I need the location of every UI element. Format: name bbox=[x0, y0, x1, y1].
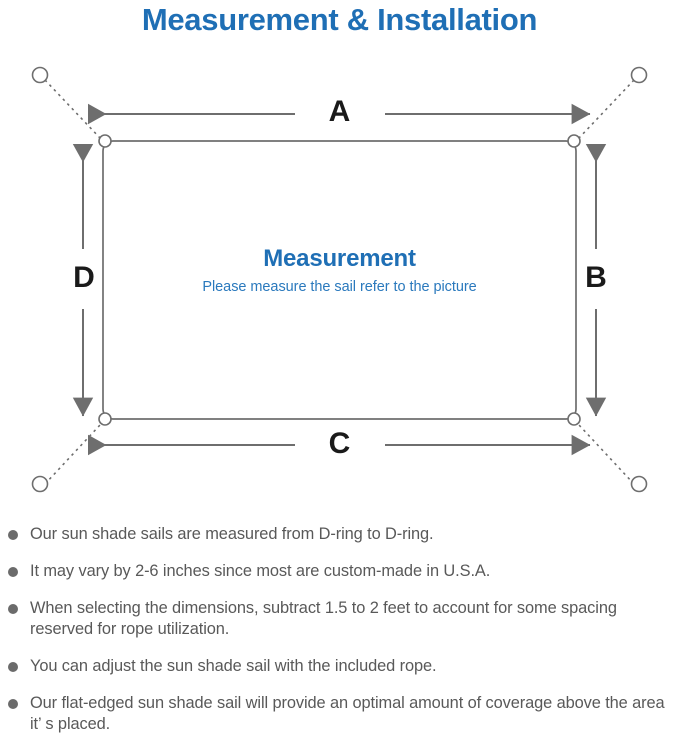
dimension-label-b: B bbox=[585, 261, 607, 294]
list-item: Our sun shade sails are measured from D-… bbox=[0, 524, 679, 545]
measurement-diagram: Measurement Please measure the sail refe… bbox=[0, 44, 679, 514]
note-text: Our sun shade sails are measured from D-… bbox=[30, 525, 434, 543]
diagram-center-title: Measurement bbox=[263, 245, 416, 272]
d-ring-top-right bbox=[567, 134, 581, 148]
note-text: Our flat-edged sun shade sail will provi… bbox=[30, 694, 665, 733]
diagram-svg bbox=[31, 66, 648, 493]
bullet-icon bbox=[8, 699, 18, 709]
bullet-icon bbox=[8, 604, 18, 614]
dimension-label-c: C bbox=[328, 427, 351, 460]
note-text: It may vary by 2-6 inches since most are… bbox=[30, 562, 491, 580]
d-ring-top-left bbox=[98, 134, 112, 148]
anchor-point-top-left bbox=[31, 66, 49, 84]
dimension-label-d: D bbox=[73, 261, 95, 294]
list-item: You can adjust the sun shade sail with t… bbox=[0, 656, 679, 677]
anchor-point-bottom-left bbox=[31, 475, 49, 493]
anchor-circles-group bbox=[31, 66, 648, 493]
bullet-icon bbox=[8, 567, 18, 577]
d-rings-group bbox=[98, 134, 581, 426]
anchor-point-top-right bbox=[630, 66, 648, 84]
d-ring-bottom-left bbox=[98, 412, 112, 426]
dimension-label-a: A bbox=[328, 95, 351, 128]
d-ring-bottom-right bbox=[567, 412, 581, 426]
note-text: You can adjust the sun shade sail with t… bbox=[30, 657, 437, 675]
note-text: When selecting the dimensions, subtract … bbox=[30, 599, 617, 638]
page-title: Measurement & Installation bbox=[141, 2, 538, 37]
diagram-center-subtitle: Please measure the sail refer to the pic… bbox=[202, 279, 477, 295]
list-item: Our flat-edged sun shade sail will provi… bbox=[0, 693, 679, 735]
bullet-icon bbox=[8, 530, 18, 540]
list-item: When selecting the dimensions, subtract … bbox=[0, 598, 679, 640]
notes-list: Our sun shade sails are measured from D-… bbox=[0, 524, 679, 751]
sail-rectangle bbox=[102, 140, 577, 420]
anchor-point-bottom-right bbox=[630, 475, 648, 493]
bullet-icon bbox=[8, 662, 18, 672]
list-item: It may vary by 2-6 inches since most are… bbox=[0, 561, 679, 582]
rope-line-top-left bbox=[44, 79, 101, 139]
rope-line-top-right bbox=[578, 79, 635, 139]
